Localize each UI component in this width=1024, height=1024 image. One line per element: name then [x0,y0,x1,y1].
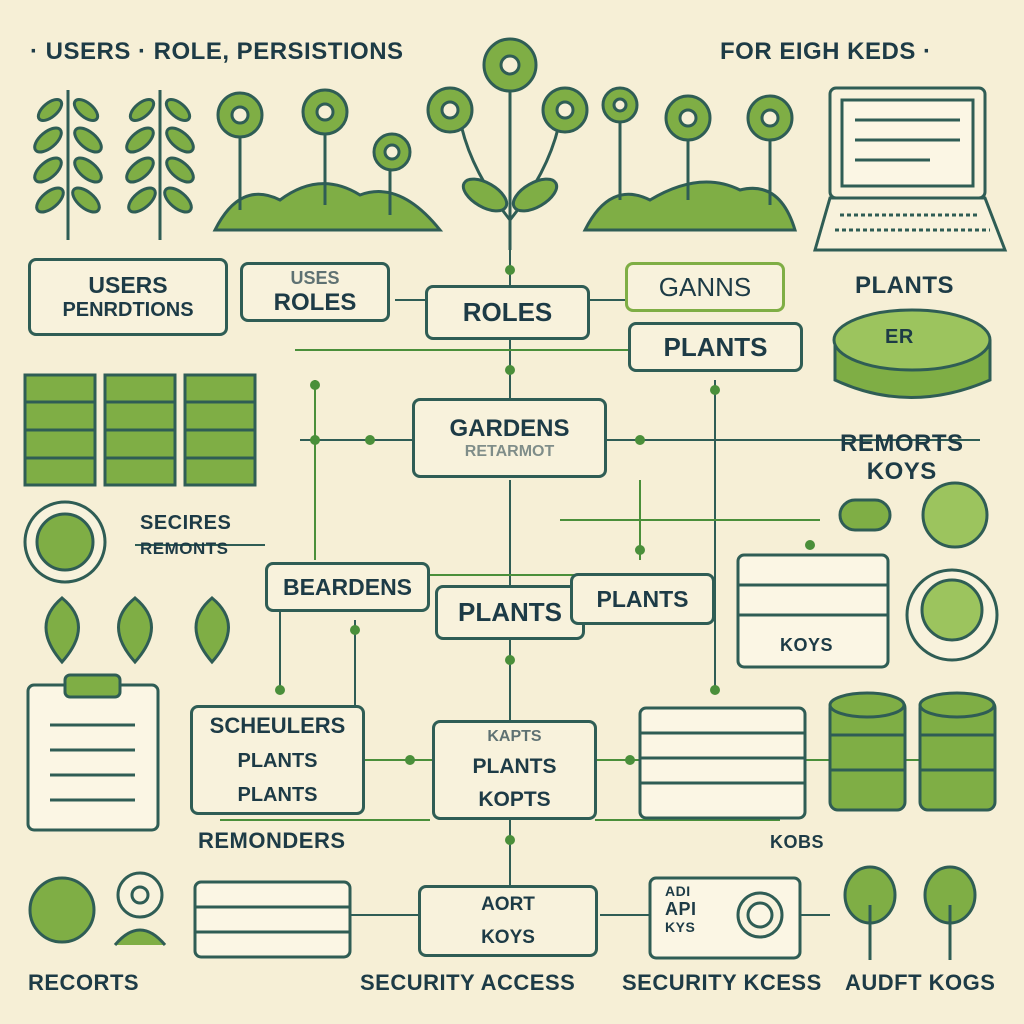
label-line: REMONTS [140,539,229,558]
flower-bed-icon [212,88,444,232]
database-label: ER [885,326,914,348]
box-line: USES [290,267,340,288]
central-flower-icon [426,37,589,250]
box-line: PLANTS [596,585,689,612]
disc-icon [905,568,999,662]
remonders-label: REMONDERS [198,828,346,853]
api-line: ADI [665,883,691,899]
remorts-keys-label: REMORTS KOYS [840,430,964,486]
box-line: PLANTS [472,754,557,778]
box-line: PENRDTIONS [62,299,194,321]
label-line: SECIRES [140,512,232,534]
plants-right-box: PLANTS [570,573,715,625]
box-line: ROLES [273,288,357,316]
fern-icon [33,90,103,240]
database-disc-icon [832,308,992,399]
plants-mid-box: PLANTS [435,585,585,640]
api-line: API [665,899,697,919]
gardens-box: GARDENS RETARMOT [412,398,607,478]
port-keys-box: AORT KOYS [418,885,598,957]
schedulers-box: SCHEULERS PLANTS PLANTS [190,705,365,815]
balloon-icon [843,865,977,960]
list-panel [193,880,352,959]
filing-cabinet-icon [23,373,257,487]
box-line: GANNS [658,271,752,302]
koys-list-label: KOYS [780,635,834,655]
kapts-box: KAPTS PLANTS KOPTS [432,720,597,820]
flower-bed-icon [582,86,798,232]
leaf-icon [44,596,230,665]
ganns-box: GANNS [625,262,785,312]
box-line: RETARMOT [464,443,555,460]
roles-small-box: USES ROLES [240,262,390,322]
badge-icon [23,500,107,584]
connector-lines [135,230,980,916]
box-line: SCHEULERS [209,713,346,739]
list-panel [736,553,890,669]
box-line: USERS [88,272,168,298]
plants-right-label: PLANTS [855,272,954,299]
api-card [648,876,802,960]
gear-icon [113,871,167,946]
footer-security-kcess: SECURITY KCESS [622,970,822,995]
beardens-box: BEARDENS [265,562,430,612]
secires-label: SECIRES REMONTS [140,510,231,562]
laptop-icon [813,86,1008,252]
box-line: KOPTS [478,788,551,812]
toggle-icon [838,481,989,549]
fern-icon [125,90,195,240]
database-stack-icon [828,691,997,812]
label-line: REMORTS [840,430,964,457]
box-line: PLANTS [237,749,318,772]
footer-recorts: RECORTS [28,970,140,995]
box-line: ROLES [462,297,553,327]
users-permissions-box: USERS PENRDTIONS [28,258,228,336]
api-line: KYS [665,919,696,935]
connector-dots [275,265,815,845]
box-line: PLANTS [458,597,562,627]
clipboard-icon [26,673,160,832]
footer-security-access: SECURITY ACCESS [360,970,576,995]
plants-top-box: PLANTS [628,322,803,372]
api-card-label: ADI API KYS [665,882,697,936]
box-line: KOYS [481,926,535,948]
box-line: BEARDENS [282,573,413,600]
box-line: PLANTS [663,331,768,362]
list-panel [638,706,807,820]
roles-center-box: ROLES [425,285,590,340]
label-line: KOYS [866,458,937,485]
shrub-icon [28,876,96,944]
header-left-label: · USERS · ROLE, PERSISTIONS [30,38,404,65]
kobs-label: KOBS [770,832,825,852]
box-line: PLANTS [237,783,318,806]
box-line: GARDENS [449,415,570,442]
box-line: KAPTS [487,727,542,745]
box-line: AORT [481,893,535,915]
header-right-label: FOR EIGH KEDS · [720,38,932,65]
footer-audft-kogs: AUDFT KOGS [845,970,996,995]
